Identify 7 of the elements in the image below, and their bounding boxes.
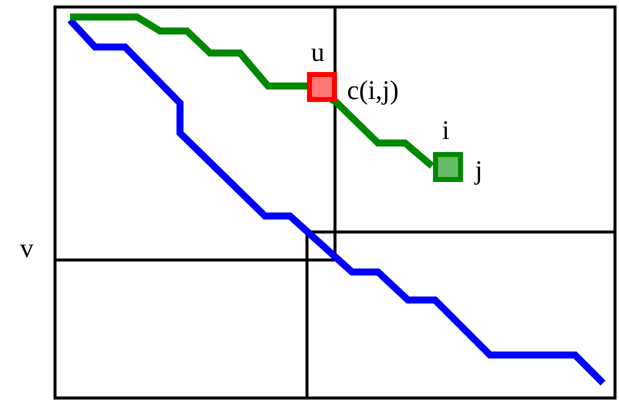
axis-label: u — [311, 39, 324, 66]
cell-label: i — [442, 117, 450, 144]
cell-marker — [433, 152, 463, 182]
cell-marker — [307, 72, 337, 102]
cell-label: c(i,j) — [347, 77, 399, 104]
axis-label: v — [20, 235, 34, 262]
cell-label: j — [475, 157, 483, 184]
